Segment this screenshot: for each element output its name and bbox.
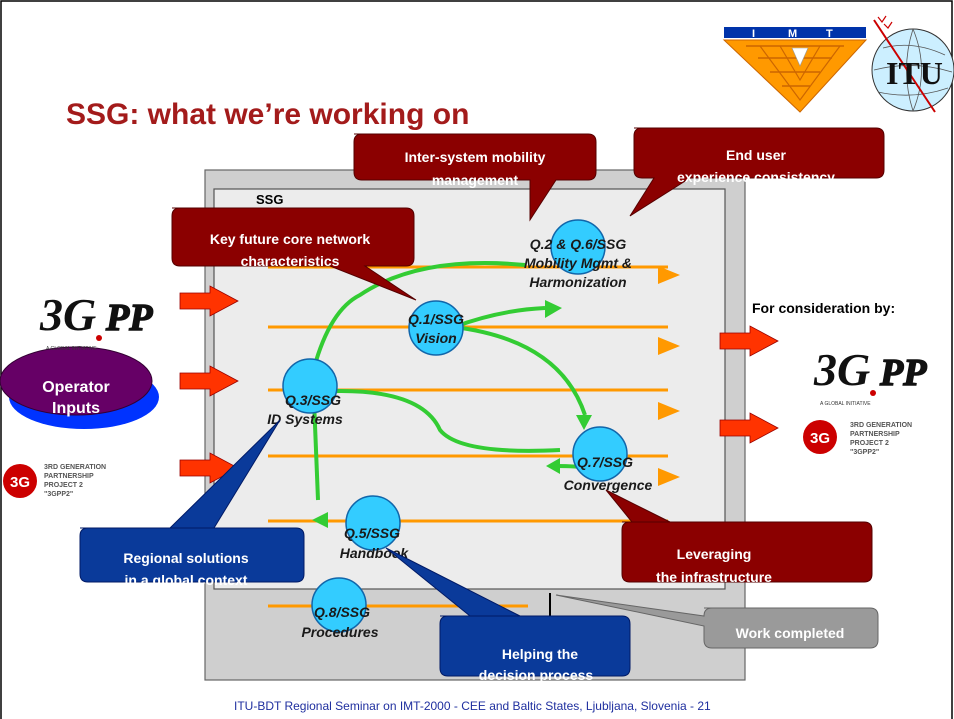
svg-text:Key future core network: Key future core network: [210, 231, 370, 247]
3gpp-logo-right: 3G PP A GLOBAL INITIATIVE: [813, 344, 928, 407]
callout-keyfuture: Key future core network characteristics: [171, 207, 417, 301]
itu-logo: ITU: [871, 15, 954, 113]
q8-label: Q.8/SSG: [314, 604, 370, 620]
callout-regional: Regional solutions in a global context: [79, 419, 305, 588]
q7-circle: [572, 426, 628, 482]
svg-text:"3GPP2": "3GPP2": [850, 449, 879, 456]
question-circles: [282, 219, 628, 633]
callout-leveraging: Leveraging the infrastructure: [605, 489, 873, 585]
svg-text:I: I: [752, 28, 755, 40]
q3-sublabel: ID Systems: [267, 411, 343, 427]
svg-text:3G: 3G: [39, 289, 96, 340]
q26-circle: [550, 219, 606, 275]
svg-text:experience consistency: experience consistency: [677, 169, 835, 185]
svg-text:3RD GENERATION: 3RD GENERATION: [44, 464, 106, 471]
green-arrowheads: [312, 300, 592, 528]
callout-enduser: End user experience consistency: [629, 127, 885, 217]
q3-circle: [282, 358, 338, 414]
q26-label: Q.2 & Q.6/SSG: [530, 236, 627, 252]
svg-text:Work completed: Work completed: [736, 625, 845, 641]
q7-label: Q.7/SSG: [577, 454, 633, 470]
slide-title: SSG: what we’re working on: [66, 98, 469, 131]
svg-text:decision process: decision process: [479, 667, 594, 683]
svg-text:PP: PP: [879, 352, 927, 394]
svg-text:management: management: [432, 172, 519, 188]
q26-sublabel2: Harmonization: [529, 274, 626, 290]
3gpp2-logo-right: 3G 3RD GENERATION PARTNERSHIP PROJECT 2 …: [803, 420, 912, 456]
svg-text:PROJECT 2: PROJECT 2: [850, 440, 889, 447]
svg-text:PARTNERSHIP: PARTNERSHIP: [850, 431, 900, 438]
input-arrow-3gpp: [179, 285, 239, 317]
svg-text:M: M: [788, 28, 797, 40]
orange-arrowheads: [658, 266, 680, 486]
svg-text:"3GPP2": "3GPP2": [44, 491, 73, 498]
q1-sublabel: Vision: [415, 330, 457, 346]
svg-text:ITU: ITU: [886, 55, 943, 91]
svg-text:PP: PP: [105, 297, 153, 339]
svg-text:the infrastructure: the infrastructure: [656, 569, 772, 585]
svg-text:characteristics: characteristics: [241, 253, 340, 269]
svg-text:Regional solutions: Regional solutions: [123, 550, 248, 566]
svg-text:3G: 3G: [10, 474, 30, 491]
q26-sublabel: Mobility Mgmt &: [524, 255, 632, 271]
imt-logo: I M T: [722, 27, 868, 113]
svg-text:in a global context: in a global context: [125, 572, 248, 588]
svg-text:3RD GENERATION: 3RD GENERATION: [850, 422, 912, 429]
callout-intersystem: Inter-system mobility management: [353, 133, 597, 222]
q8-sublabel: Procedures: [301, 624, 378, 640]
svg-text:Inter-system mobility: Inter-system mobility: [405, 149, 546, 165]
callout-work-completed: Work completed: [555, 594, 879, 649]
red-arrows: [179, 285, 779, 484]
operator-inputs-label-1: Operator: [42, 379, 110, 396]
q8-circle: [311, 577, 367, 633]
q3-label: Q.3/SSG: [285, 392, 341, 408]
svg-text:Leveraging: Leveraging: [677, 546, 752, 562]
q5-label: Q.5/SSG: [344, 525, 400, 541]
ssg-box-label: SSG: [256, 192, 283, 207]
q1-circle: [408, 300, 464, 356]
svg-text:A GLOBAL INITIATIVE: A GLOBAL INITIATIVE: [46, 346, 97, 352]
q1-label: Q.1/SSG: [408, 311, 464, 327]
input-arrow-operator: [179, 365, 239, 397]
for-consideration-label: For consideration by:: [752, 300, 895, 316]
output-arrow-3gpp2: [719, 412, 779, 444]
3gpp2-logo-left: 3G 3RD GENERATION PARTNERSHIP PROJECT 2 …: [3, 464, 106, 498]
operator-inputs-label-2: Inputs: [52, 400, 100, 417]
svg-text:3G: 3G: [813, 344, 870, 395]
svg-text:End user: End user: [726, 147, 786, 163]
q7-sublabel: Convergence: [564, 477, 653, 493]
svg-text:Helping the: Helping the: [502, 646, 578, 662]
svg-text:PROJECT 2: PROJECT 2: [44, 482, 83, 489]
svg-text:T: T: [826, 28, 833, 40]
footer: ITU-BDT Regional Seminar on IMT-2000 - C…: [234, 699, 711, 713]
q5-sublabel: Handbook: [340, 545, 410, 561]
svg-text:A GLOBAL INITIATIVE: A GLOBAL INITIATIVE: [820, 401, 871, 407]
q5-circle: [345, 495, 401, 551]
svg-text:3G: 3G: [810, 430, 830, 447]
question-labels: Q.1/SSG Vision Q.2 & Q.6/SSG Mobility Mg…: [267, 236, 652, 640]
callout-helping: Helping the decision process: [385, 547, 631, 683]
operator-inputs: Operator Inputs: [0, 346, 159, 429]
3gpp-logo-left: 3G PP A GLOBAL INITIATIVE: [39, 289, 154, 352]
svg-text:PARTNERSHIP: PARTNERSHIP: [44, 473, 94, 480]
output-arrow-3gpp: [719, 325, 779, 357]
